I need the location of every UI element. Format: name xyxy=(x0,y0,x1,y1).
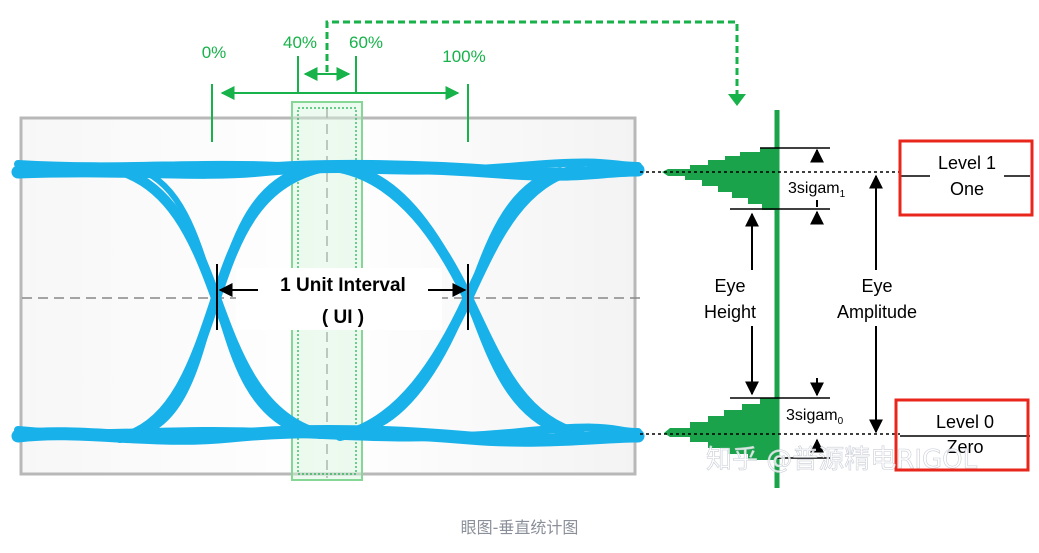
level-zero-line1: Level 0 xyxy=(936,412,994,432)
eye-amplitude-line2: Amplitude xyxy=(837,302,917,322)
ui-label-line1: 1 Unit Interval xyxy=(280,275,406,296)
eye-height-bg xyxy=(690,270,770,326)
percent-scale xyxy=(211,20,746,142)
sigma1-label: 3sigam1 xyxy=(788,180,846,200)
label-0-percent: 0% xyxy=(202,43,227,62)
ui-label-line2: ( UI ) xyxy=(322,307,364,328)
watermark-text: 知乎 @普源精电RIGOL xyxy=(706,445,978,475)
sigma0-label: 3sigam0 xyxy=(786,407,844,427)
figure-caption: 眼图-垂直统计图 xyxy=(460,518,579,537)
level-one-line2: One xyxy=(950,179,984,199)
histogram-level-one xyxy=(662,148,777,210)
label-40-percent: 40% xyxy=(283,33,317,52)
level-zero-line2: Zero xyxy=(946,437,983,457)
eye-height-line1: Eye xyxy=(714,276,745,296)
dashed-route-arrow xyxy=(325,20,739,96)
label-60-percent: 60% xyxy=(349,33,383,52)
eye-amplitude-bg xyxy=(826,270,928,326)
dashed-route-head xyxy=(728,94,746,106)
level-one-line1: Level 1 xyxy=(938,153,996,173)
level-one-box xyxy=(898,139,1034,217)
eye-amplitude-line1: Eye xyxy=(861,276,892,296)
level-zero-box xyxy=(894,398,1030,472)
label-100-percent: 100% xyxy=(442,47,485,66)
histogram-level-zero xyxy=(664,398,777,460)
eye-diagram: 1 Unit Interval ( UI ) 0% 40% 60% 100% 3… xyxy=(11,20,1034,488)
eye-height-line2: Height xyxy=(704,302,756,322)
ui-label-bg xyxy=(236,268,442,330)
